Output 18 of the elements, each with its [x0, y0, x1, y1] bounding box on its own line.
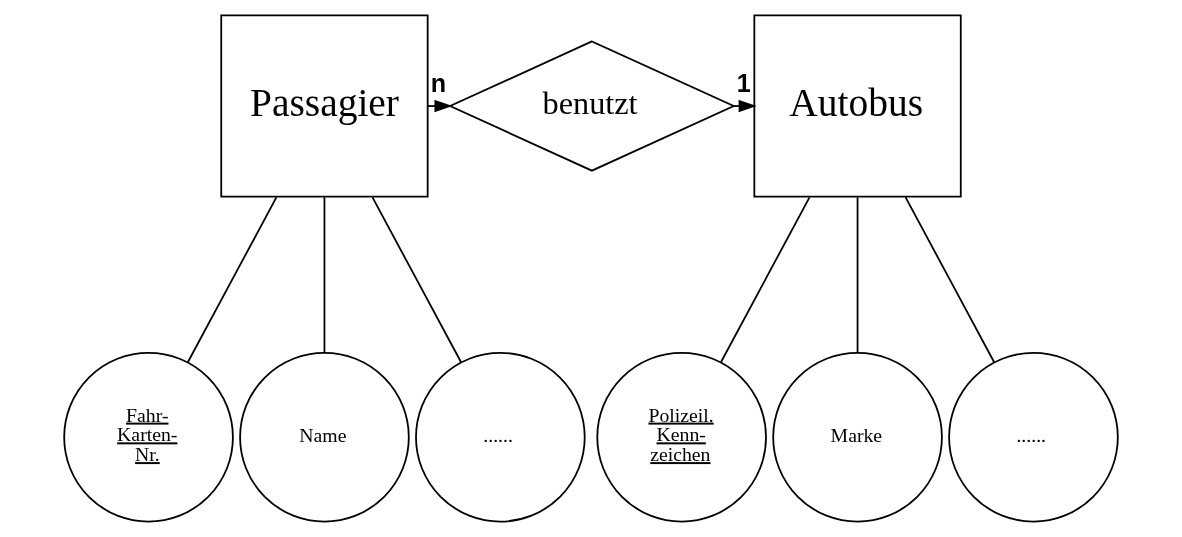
arrow [426, 99, 453, 113]
connector [856, 196, 859, 354]
edge-label: n [430, 69, 447, 98]
node-circle: ...... [948, 351, 1119, 523]
node-box: Autobus [753, 14, 962, 198]
connector [323, 196, 326, 354]
node-circle: Fahr- Karten- Nr. [63, 351, 234, 523]
node-circle: Name [239, 351, 410, 523]
connector [904, 196, 995, 363]
connector [187, 196, 278, 363]
arrow [733, 99, 757, 113]
node-box: Passagier [220, 14, 429, 198]
node-circle: Polizeil. Kenn- zeichen [596, 351, 767, 523]
node-circle: Marke [772, 351, 943, 523]
connector [720, 196, 811, 363]
connector [371, 196, 462, 363]
edge-label: 1 [736, 69, 751, 98]
node-circle: ...... [415, 351, 586, 523]
